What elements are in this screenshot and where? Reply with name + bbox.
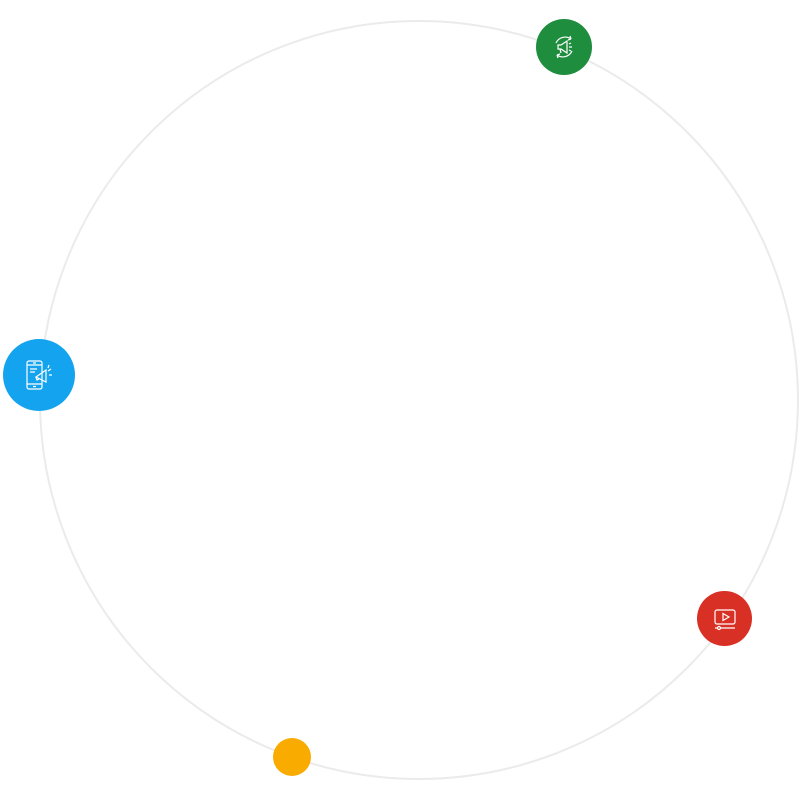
video-player-icon	[713, 608, 736, 630]
green-node[interactable]	[536, 19, 592, 75]
orbit-ring	[39, 20, 799, 780]
mobile-megaphone-icon	[26, 360, 52, 390]
blue-node[interactable]	[3, 339, 75, 411]
yellow-node[interactable]	[273, 738, 311, 776]
red-node[interactable]	[697, 591, 752, 646]
megaphone-cycle-icon	[555, 35, 573, 59]
